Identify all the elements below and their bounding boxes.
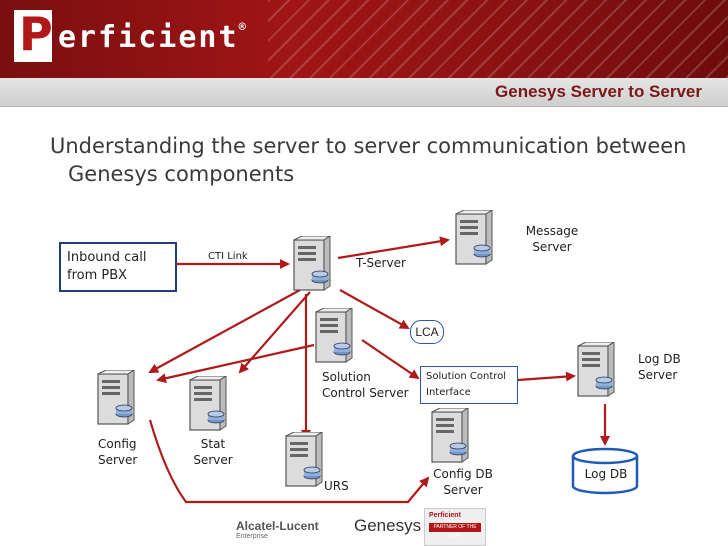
config-server-label: Config Server (98, 437, 138, 467)
bullet-text: Understanding the server to server commu… (50, 134, 687, 186)
stat-server-label: Stat Server (193, 437, 233, 467)
logo-mark (14, 10, 52, 62)
lca-badge: LCA (410, 320, 444, 344)
partner-award-badge: Perficient PARTNER OF THE YEAR (424, 508, 486, 546)
arrow-solution-to-config (156, 343, 315, 384)
message-server-icon (452, 210, 496, 268)
config-db-server-icon (428, 408, 472, 466)
genesys-logo: Genesys (354, 516, 422, 535)
urs-server-icon (282, 432, 326, 490)
title-bar (0, 78, 728, 107)
slide-title: Genesys Server to Server (495, 82, 702, 101)
arrow-tserver-to-lca (339, 289, 410, 329)
header-banner: P erficient® (0, 0, 728, 78)
log-db-server-label: Log DB Server (638, 352, 681, 382)
arrow-tserver-to-config (148, 289, 301, 373)
log-db-server-icon (574, 342, 618, 400)
arrow-sci-to-logdb-server (517, 371, 576, 382)
logo-wordmark: erficient® (58, 20, 248, 55)
tserver-icon (290, 236, 334, 294)
stat-server-icon (186, 376, 230, 434)
header-pattern (268, 0, 728, 78)
tserver-label: T-Server (356, 256, 406, 270)
arrow-solution-to-sci (361, 339, 420, 380)
solution-control-interface-box (420, 366, 518, 404)
award-ribbon: PARTNER OF THE YEAR (429, 523, 481, 539)
cti-link-label: CTI Link (208, 251, 248, 262)
solution-control-interface-label: Solution Control Interface (426, 371, 507, 398)
alcatel-lucent-logo: Alcatel-Lucent (236, 519, 319, 533)
message-server-label: Message Server (525, 224, 579, 254)
urs-label: URS (324, 479, 349, 493)
award-brand: Perficient (429, 512, 461, 519)
logo-letter: P (19, 7, 53, 61)
inbound-call-label: Inbound call from PBX (67, 250, 147, 283)
log-db-label: Log DB (584, 467, 628, 481)
arrow-config-to-configdb (148, 419, 430, 504)
solution-control-server-label: Solution Control Server (322, 370, 409, 400)
solution-control-server-icon (312, 308, 356, 366)
alcatel-lucent-sub: Enterprise (236, 533, 268, 540)
config-db-server-label: Config DB Server (433, 467, 493, 497)
inbound-call-box (59, 242, 177, 292)
arrow-tserver-to-message (337, 236, 450, 260)
config-server-icon (94, 370, 138, 428)
